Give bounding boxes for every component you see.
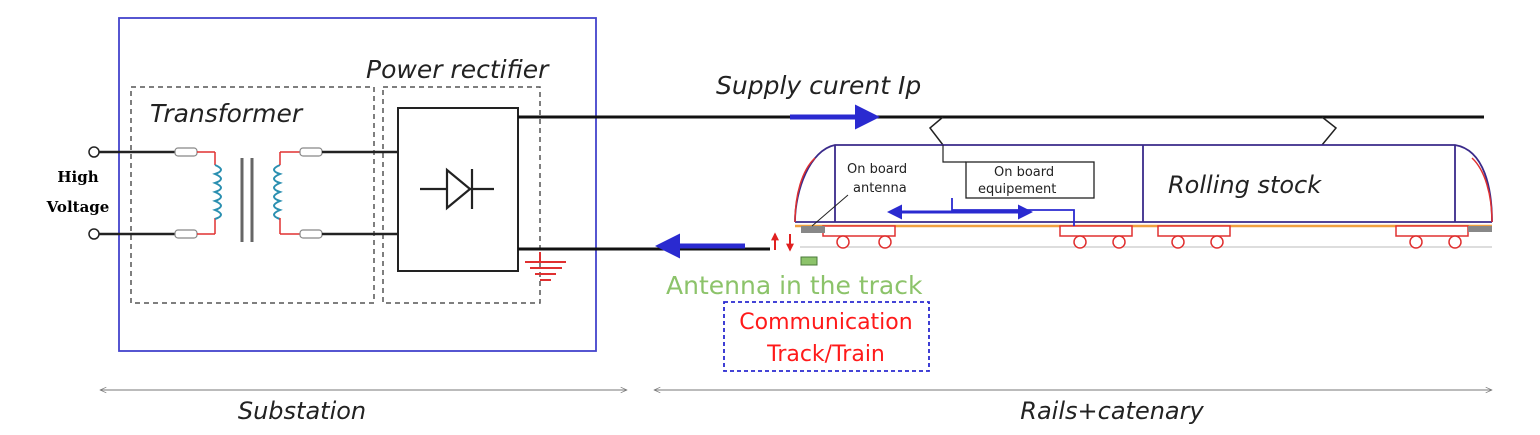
on-board-equipment-box xyxy=(965,161,1095,199)
secondary-wires xyxy=(279,147,398,239)
bogies xyxy=(822,225,1492,249)
secondary-coil xyxy=(273,164,283,220)
communication-box xyxy=(723,301,930,372)
track-antenna xyxy=(800,256,818,266)
transformer-box xyxy=(130,86,375,304)
primary-wires xyxy=(99,147,216,239)
transformer-label: Transformer xyxy=(150,99,304,128)
rails-catenary-label: Rails+catenary xyxy=(1020,397,1204,425)
rectifier-box xyxy=(382,86,541,304)
on-board-antenna-label-1: On board xyxy=(847,162,907,177)
communication-label-1: Communication xyxy=(739,310,912,335)
power-rectifier-label: Power rectifier xyxy=(366,55,550,84)
hv-terminal-bottom xyxy=(88,228,100,240)
high-voltage-label-1: High xyxy=(57,168,98,186)
pantograph-right xyxy=(1321,116,1338,146)
supply-current-label: Supply curent Ip xyxy=(716,71,921,100)
high-voltage-label-2: Voltage xyxy=(46,198,110,216)
train-front-left xyxy=(794,157,816,223)
on-board-antenna xyxy=(801,226,825,233)
on-board-antenna-label-2: antenna xyxy=(853,181,907,196)
on-board-equipment-label-2: equipement xyxy=(978,182,1056,197)
hv-terminal-top xyxy=(88,146,100,158)
substation-label: Substation xyxy=(238,397,366,425)
antenna-leader xyxy=(811,194,849,227)
diode-icon xyxy=(420,167,494,211)
pantograph-left xyxy=(928,116,944,146)
rolling-stock-label: Rolling stock xyxy=(1168,171,1322,199)
substation-box xyxy=(118,17,597,352)
primary-coil xyxy=(212,164,222,220)
antenna-in-track-label: Antenna in the track xyxy=(666,271,923,300)
ground-icon xyxy=(525,252,566,281)
communication-label-2: Track/Train xyxy=(766,342,885,367)
equipment-link-pantograph xyxy=(942,145,966,163)
train-front-right xyxy=(1471,157,1493,223)
on-board-equipment-label-1: On board xyxy=(994,165,1054,180)
